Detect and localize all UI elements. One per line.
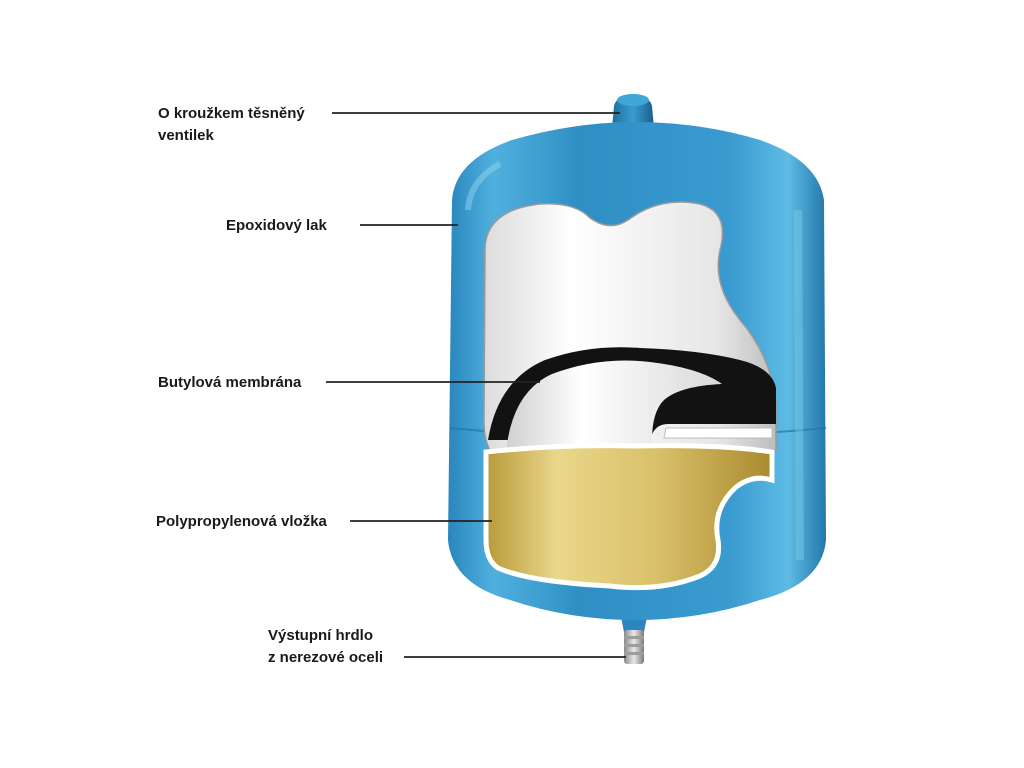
label-membrane-text: Butylová membrána (158, 374, 302, 391)
label-valve-line1: O kroužkem těsněný (158, 105, 305, 122)
label-epoxy: Epoxidový lak (226, 215, 327, 237)
label-outlet-line2: z nerezové oceli (268, 649, 384, 666)
label-membrane: Butylová membrána (158, 372, 301, 394)
label-epoxy-text: Epoxidový lak (226, 217, 327, 234)
label-liner: Polypropylenová vložka (156, 511, 327, 533)
membrane-dome (506, 360, 722, 452)
label-liner-text: Polypropylenová vložka (156, 513, 327, 530)
polypropylene-liner (483, 443, 775, 591)
label-valve-line2: ventilek (158, 127, 214, 144)
label-valve: O kroužkem těsněný ventilek (158, 103, 305, 147)
label-outlet: Výstupní hrdlo z nerezové oceli (268, 625, 383, 669)
label-outlet-line1: Výstupní hrdlo (268, 627, 373, 644)
